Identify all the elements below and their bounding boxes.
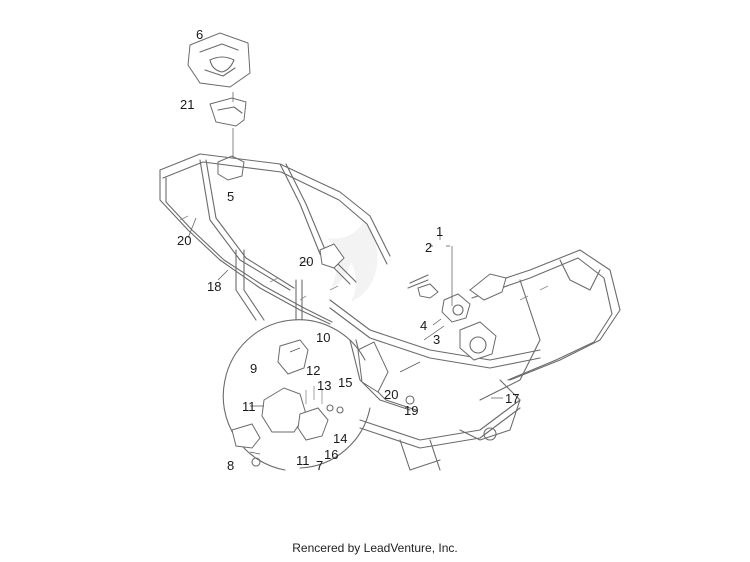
callout-5: 5 bbox=[227, 189, 235, 204]
callout-3: 3 bbox=[433, 332, 441, 347]
callout-15: 15 bbox=[338, 375, 353, 390]
callout-11-b: 11 bbox=[296, 453, 310, 468]
callout-11-a: 11 bbox=[242, 399, 256, 414]
callout-1: 1 bbox=[436, 224, 444, 239]
callout-20-a: 20 bbox=[177, 233, 192, 248]
callout-10: 10 bbox=[316, 330, 331, 345]
detail-inset bbox=[222, 319, 371, 471]
watermark-logo bbox=[327, 220, 378, 302]
callout-16: 16 bbox=[324, 447, 339, 462]
leader-lines bbox=[187, 217, 503, 399]
callout-4: 4 bbox=[420, 318, 428, 333]
callout-9: 9 bbox=[250, 361, 258, 376]
callout-18: 18 bbox=[207, 279, 222, 294]
callout-14: 14 bbox=[333, 431, 348, 446]
callout-20-c: 20 bbox=[384, 387, 399, 402]
callout-8: 8 bbox=[227, 458, 235, 473]
callout-21: 21 bbox=[180, 97, 195, 112]
callout-13: 13 bbox=[317, 378, 332, 393]
callout-6: 6 bbox=[196, 27, 204, 42]
main-frame bbox=[159, 153, 621, 471]
callout-17: 17 bbox=[505, 391, 520, 406]
callout-12: 12 bbox=[306, 363, 321, 378]
top-bracket-assembly bbox=[187, 32, 251, 181]
callout-2: 2 bbox=[425, 240, 433, 255]
callout-7: 7 bbox=[316, 458, 324, 473]
callout-20-b: 20 bbox=[299, 254, 314, 269]
callout-19: 19 bbox=[404, 403, 419, 418]
attribution-footer: Rencered by LeadVenture, Inc. bbox=[292, 541, 458, 555]
